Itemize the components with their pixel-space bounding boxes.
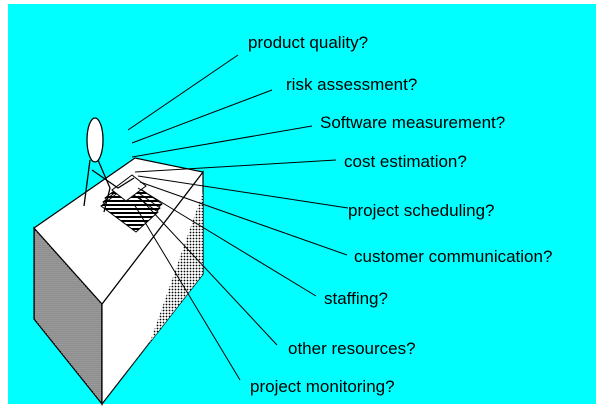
figure-arm (91, 169, 135, 189)
label-cost-estimation: cost estimation? (344, 152, 467, 171)
document-stack (100, 174, 163, 233)
label-other-resources: other resources? (288, 339, 416, 358)
figure-right-leg (97, 159, 111, 213)
figure-head (86, 117, 104, 163)
line-cost-estimation (134, 159, 337, 173)
line-risk-assessment (131, 89, 273, 144)
label-staffing: staffing? (324, 289, 388, 308)
line-other-resources (137, 195, 278, 346)
box-top-face (33, 157, 205, 305)
box-right-face-shadow (102, 192, 203, 404)
line-product-quality (127, 54, 239, 131)
label-customer-communication: customer communication? (354, 247, 552, 266)
figure-left-leg (83, 159, 91, 207)
line-software-measurement (131, 125, 313, 158)
pointer-lines (127, 54, 349, 381)
label-project-scheduling: project scheduling? (348, 201, 494, 220)
line-customer-communication (139, 181, 348, 256)
line-project-scheduling (137, 175, 349, 209)
label-software-measurement: Software measurement? (320, 113, 505, 132)
label-product-quality: product quality? (248, 33, 368, 52)
line-staffing (137, 187, 317, 297)
manager-figure (83, 117, 135, 213)
label-project-monitoring: project monitoring? (250, 377, 395, 396)
label-risk-assessment: risk assessment? (286, 75, 417, 94)
line-project-monitoring (133, 203, 241, 381)
